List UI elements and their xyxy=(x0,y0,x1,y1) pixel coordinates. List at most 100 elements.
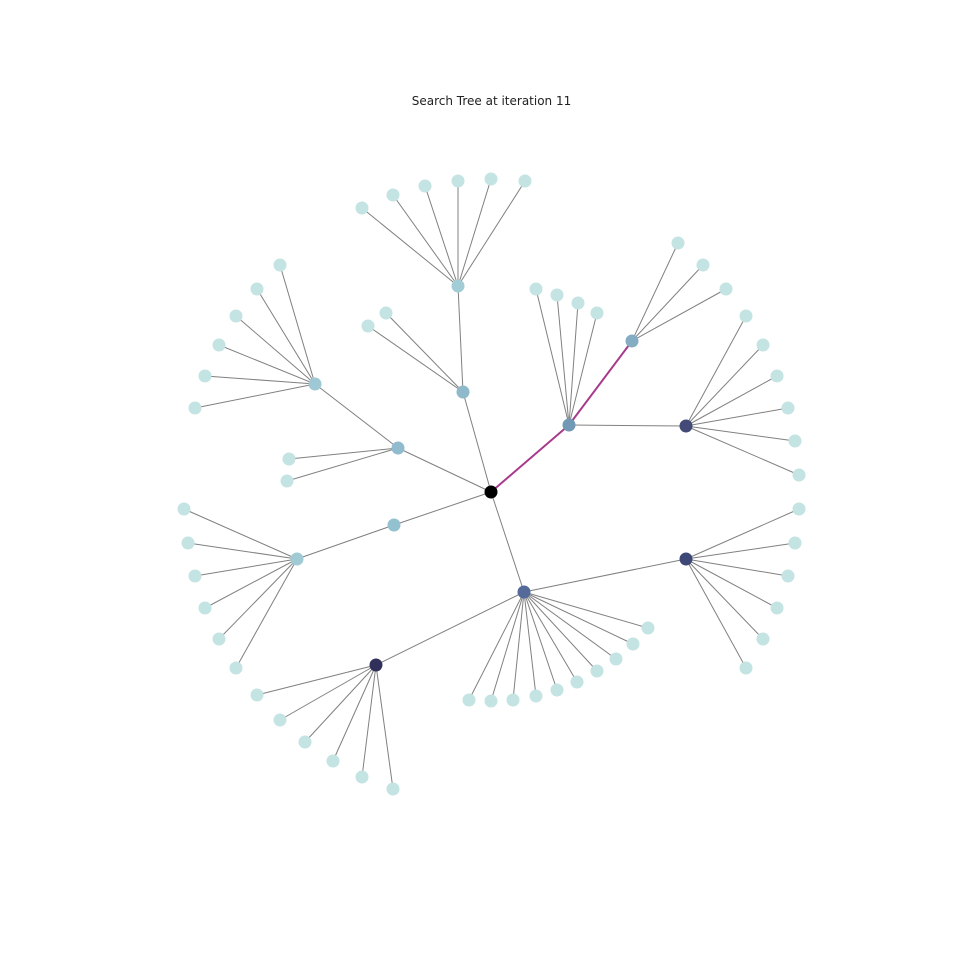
leaf-node xyxy=(212,632,226,646)
tree-node xyxy=(308,377,322,391)
leaf-node xyxy=(788,434,802,448)
leaf-edge xyxy=(187,542,298,560)
leaf-edge xyxy=(235,558,298,669)
leaf-node xyxy=(212,338,226,352)
tree-node xyxy=(562,418,576,432)
leaf-edge xyxy=(288,447,399,460)
leaf-node xyxy=(756,338,770,352)
leaf-node xyxy=(626,637,640,651)
tree-edge xyxy=(490,491,525,593)
tree-edge xyxy=(568,424,687,427)
leaf-edge xyxy=(523,591,649,629)
leaf-edge xyxy=(457,180,526,287)
leaf-node xyxy=(188,401,202,415)
leaf-node xyxy=(671,236,685,250)
tree-node xyxy=(391,441,405,455)
leaf-node xyxy=(770,601,784,615)
tree-node xyxy=(517,585,531,599)
leaf-edge xyxy=(568,312,598,426)
leaf-node xyxy=(609,652,623,666)
leaf-node xyxy=(756,632,770,646)
leaf-node xyxy=(198,601,212,615)
leaf-node xyxy=(198,369,212,383)
leaf-edge xyxy=(183,508,298,560)
leaf-edge xyxy=(512,591,525,701)
leaf-node xyxy=(792,468,806,482)
leaf-edge xyxy=(361,207,459,287)
leaf-node xyxy=(418,179,432,193)
tree-node xyxy=(679,419,693,433)
leaf-edge xyxy=(568,302,579,426)
leaf-edge xyxy=(631,264,704,342)
highlighted-edge xyxy=(568,340,633,426)
leaf-node xyxy=(570,675,584,689)
leaf-edge xyxy=(523,591,598,672)
leaf-node xyxy=(484,172,498,186)
leaf-edge xyxy=(194,558,298,577)
leaf-node xyxy=(550,288,564,302)
leaf-node xyxy=(571,296,585,310)
tree-node xyxy=(456,385,470,399)
leaf-node xyxy=(696,258,710,272)
leaf-node xyxy=(273,713,287,727)
leaf-edge xyxy=(685,375,778,427)
leaf-node xyxy=(250,282,264,296)
leaf-node xyxy=(451,174,465,188)
leaf-node xyxy=(739,661,753,675)
leaf-edge xyxy=(685,508,800,560)
leaf-edge xyxy=(490,591,525,702)
leaf-edge xyxy=(523,591,578,683)
leaf-edge xyxy=(424,185,459,287)
leaf-node xyxy=(177,502,191,516)
leaf-edge xyxy=(235,315,316,385)
leaf-node xyxy=(550,683,564,697)
leaf-node xyxy=(188,569,202,583)
leaf-node xyxy=(788,536,802,550)
tree-node xyxy=(290,552,304,566)
tree-node xyxy=(625,334,639,348)
leaf-edge xyxy=(385,312,464,393)
leaf-node xyxy=(781,569,795,583)
leaf-edge xyxy=(535,288,570,426)
leaf-node xyxy=(719,282,733,296)
leaf-edge xyxy=(392,194,459,287)
leaf-node xyxy=(484,694,498,708)
leaf-node xyxy=(518,174,532,188)
leaf-edge xyxy=(194,383,316,409)
tree-edge xyxy=(375,591,525,666)
leaf-edge xyxy=(556,294,570,426)
leaf-edge xyxy=(279,264,316,385)
leaf-node xyxy=(529,282,543,296)
leaf-edge xyxy=(685,558,764,640)
leaf-node xyxy=(229,661,243,675)
leaf-edge xyxy=(204,558,298,609)
leaf-node xyxy=(770,369,784,383)
leaf-node xyxy=(386,782,400,796)
leaf-node xyxy=(355,201,369,215)
leaf-node xyxy=(181,536,195,550)
leaf-node xyxy=(229,309,243,323)
leaf-edge xyxy=(279,664,377,721)
tree-edges xyxy=(183,178,800,790)
tree-edge xyxy=(462,391,492,493)
leaf-node xyxy=(529,689,543,703)
tree-edge xyxy=(314,383,399,449)
leaf-node xyxy=(250,688,264,702)
leaf-edge xyxy=(685,344,764,427)
leaf-node xyxy=(386,188,400,202)
leaf-edge xyxy=(367,325,464,393)
leaf-edge xyxy=(332,664,377,762)
leaf-edge xyxy=(218,344,316,385)
leaf-edge xyxy=(523,591,634,645)
tree-node xyxy=(387,518,401,532)
leaf-node xyxy=(506,693,520,707)
leaf-edge xyxy=(304,664,377,743)
leaf-node xyxy=(298,735,312,749)
leaf-node xyxy=(326,754,340,768)
leaf-edge xyxy=(523,591,558,691)
leaf-node xyxy=(282,452,296,466)
tree-node xyxy=(679,552,693,566)
leaf-edge xyxy=(685,558,789,577)
leaf-node xyxy=(280,474,294,488)
leaf-edge xyxy=(457,178,492,287)
